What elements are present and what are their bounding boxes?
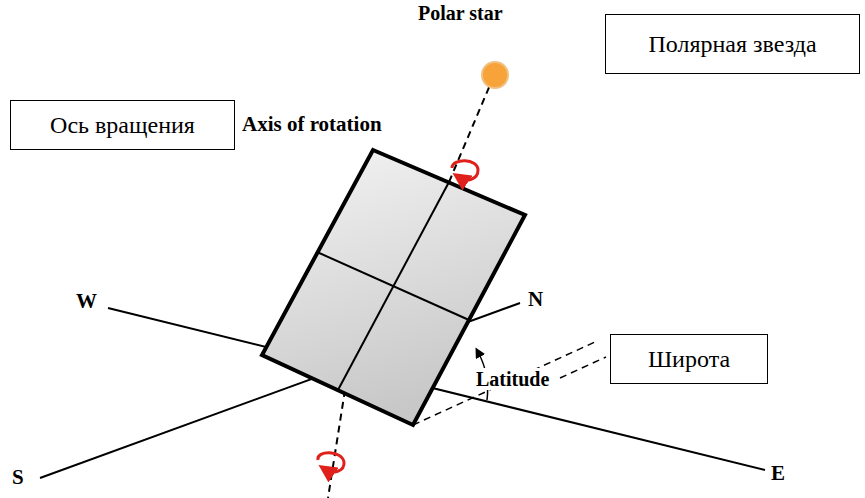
compass-letter: W	[76, 290, 97, 313]
box-label: Полярная звезда	[648, 31, 816, 58]
latitude-leader	[560, 357, 606, 378]
polar-star	[482, 62, 508, 88]
axis-box: Ось вращения	[10, 100, 235, 150]
star-name: Polar star	[418, 2, 503, 24]
polar-star-box: Полярная звезда	[605, 14, 860, 74]
rotation-axis-upper	[449, 85, 490, 182]
rotation-axis-lower	[328, 390, 345, 498]
compass-letter: E	[771, 462, 785, 485]
compass-letter: N	[528, 288, 543, 311]
box-label: Ось вращения	[50, 112, 195, 139]
latitude-box: Широта	[610, 334, 768, 384]
axis-label: Axis of rotation	[240, 113, 384, 136]
panel-grid	[338, 182, 449, 390]
rotation-arrow	[318, 453, 344, 472]
rotation-arrow	[452, 161, 478, 180]
box-label: Широта	[648, 346, 730, 373]
angle-label: Latitude	[474, 368, 551, 390]
compass-letter: S	[12, 466, 24, 489]
